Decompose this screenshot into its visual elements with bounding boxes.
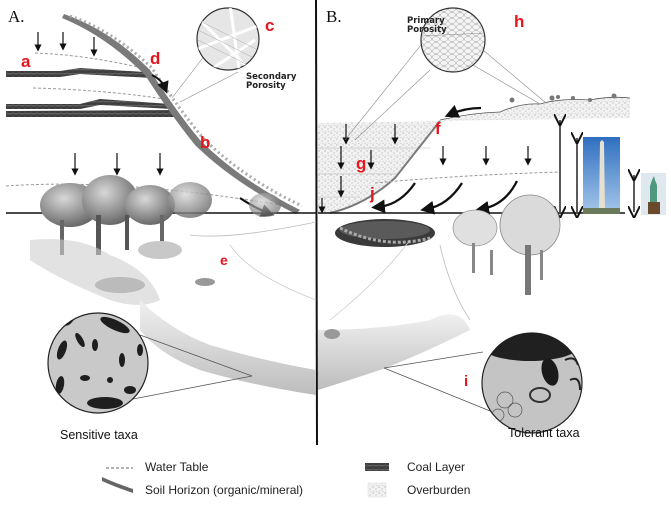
stream-channel bbox=[318, 314, 470, 390]
callout-j: j bbox=[370, 184, 375, 203]
overburden-fill bbox=[318, 121, 440, 213]
washington-monument-photo bbox=[583, 137, 620, 214]
coal-layer bbox=[6, 99, 172, 109]
rock bbox=[324, 329, 340, 339]
valley-fill-pond bbox=[335, 219, 435, 247]
panel-divider bbox=[315, 0, 318, 446]
callout-a: a bbox=[21, 52, 31, 71]
panel-a-label: A. bbox=[8, 7, 25, 26]
secondary-porosity-label: Secondary Porosity bbox=[246, 72, 297, 92]
rock bbox=[195, 278, 215, 286]
callout-b: b bbox=[200, 133, 211, 152]
slope-vegetation bbox=[69, 14, 303, 208]
riparian-forest bbox=[452, 194, 561, 295]
primary-porosity-line1: Primary bbox=[407, 16, 445, 26]
primary-porosity-line2: Porosity bbox=[407, 25, 447, 36]
primary-porosity-label: Primary Porosity bbox=[407, 16, 447, 36]
legend-soil-horizon-label: Soil Horizon (organic/mineral) bbox=[145, 483, 304, 497]
secondary-porosity-line2: Porosity bbox=[246, 81, 286, 92]
riparian-forest bbox=[30, 175, 281, 305]
legend-overburden-label: Overburden bbox=[407, 483, 471, 497]
water-table-line bbox=[32, 87, 171, 101]
legend-soil-horizon-swatch bbox=[102, 477, 133, 493]
secondary-porosity-inset bbox=[171, 7, 260, 103]
tolerant-taxa-caption: Tolerant taxa bbox=[508, 426, 580, 440]
stream-bank-line bbox=[329, 239, 411, 321]
sensitive-taxa-caption: Sensitive taxa bbox=[60, 428, 138, 442]
water-table-line bbox=[34, 52, 151, 71]
panel-b-label: B. bbox=[326, 7, 342, 26]
water-table-line bbox=[374, 171, 561, 184]
legend-overburden-swatch bbox=[367, 482, 387, 498]
statue-of-liberty-photo bbox=[641, 173, 666, 215]
secondary-porosity-line1: Secondary bbox=[246, 72, 297, 82]
callout-e: e bbox=[220, 252, 228, 268]
callout-c: c bbox=[265, 16, 275, 35]
stream-bank-line bbox=[229, 244, 317, 301]
coal-layer bbox=[6, 68, 150, 78]
legend-coal-layer-label: Coal Layer bbox=[407, 460, 466, 474]
infiltration-arrows bbox=[34, 32, 164, 176]
legend-water-table-label: Water Table bbox=[145, 460, 209, 474]
primary-porosity-inset bbox=[344, 7, 547, 141]
callout-i: i bbox=[464, 373, 469, 390]
callout-g: g bbox=[356, 154, 367, 173]
stream-channel bbox=[140, 300, 316, 395]
hilltop-overburden bbox=[440, 97, 630, 121]
callout-f: f bbox=[435, 119, 441, 138]
stream-bank-line bbox=[189, 221, 317, 237]
flow-arrow bbox=[151, 74, 169, 94]
sensitive-taxa-inset bbox=[47, 312, 253, 414]
height-comparison-arrows bbox=[560, 120, 634, 212]
legend-coal-layer-swatch bbox=[365, 463, 389, 471]
groundwater-flow-arrows bbox=[371, 104, 519, 215]
hilltop-trees bbox=[509, 93, 617, 103]
stream-bank-line bbox=[439, 244, 471, 321]
infiltration-arrows bbox=[318, 124, 532, 214]
coal-layer bbox=[6, 110, 176, 117]
valley-fill-face bbox=[329, 120, 441, 214]
callout-d: d bbox=[150, 49, 161, 68]
callout-h: h bbox=[514, 12, 525, 31]
